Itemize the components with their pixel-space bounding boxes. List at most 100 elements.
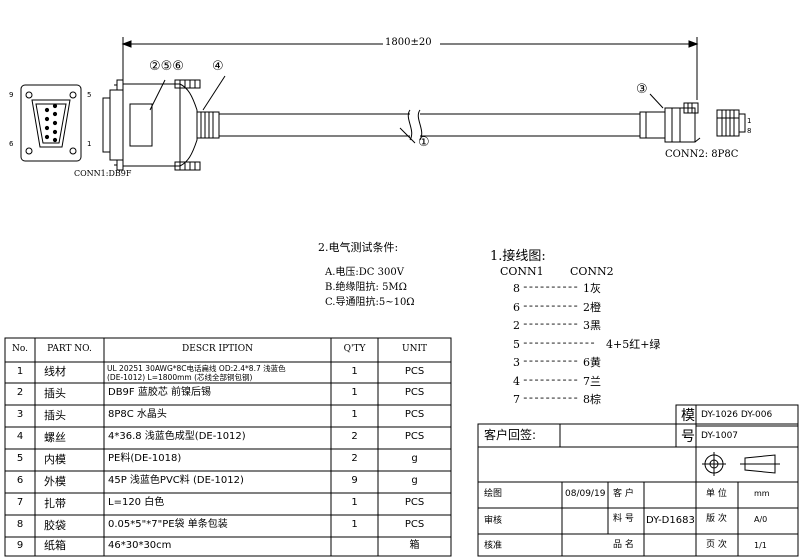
- conn1-label: CONN1:DB9F: [74, 169, 132, 178]
- wiring-left-pin: 2: [513, 319, 520, 332]
- db9-side-view: [102, 79, 220, 171]
- bom-cell-description: 45P 浅蓝色PVC料 (DE-1012): [108, 475, 244, 486]
- bom-cell-no: 1: [16, 365, 24, 377]
- bom-cell-no: 2: [16, 387, 24, 398]
- wiring-col-conn1: CONN1: [500, 265, 544, 278]
- bom-cell-qty: 1: [351, 519, 358, 530]
- customer-label: 客 户: [613, 489, 634, 499]
- bom-cell-unit: PCS: [404, 431, 425, 442]
- bom-cell-description: PE料(DE-1018): [108, 453, 182, 464]
- mold-value-2: DY-1007: [701, 431, 739, 441]
- wiring-dashes: ----------: [522, 393, 579, 405]
- mold-label-1: 模: [681, 408, 695, 424]
- wiring-title: 1.接线图:: [490, 249, 546, 264]
- rj45-pin-8: 8: [747, 127, 752, 135]
- wiring-right-pin: 4+5红+绿: [606, 337, 661, 351]
- wiring-col-conn2: CONN2: [570, 265, 614, 278]
- conn2-label: CONN2: 8P8C: [665, 149, 739, 160]
- wiring-right-pin: 3黑: [583, 319, 601, 332]
- unit-value: mm: [754, 489, 770, 498]
- bom-cell-unit: PCS: [404, 519, 425, 530]
- page-label: 页 次: [706, 540, 727, 550]
- page-value: 1/1: [754, 541, 767, 550]
- review-label: 审核: [484, 516, 503, 526]
- bom-cell-part: 胶袋: [44, 518, 66, 532]
- wiring-right-pin: 8棕: [583, 393, 601, 406]
- bom-cell-part: 内模: [44, 452, 66, 466]
- rj45-side-view: [639, 102, 701, 143]
- wiring-dashes: ----------: [522, 374, 579, 387]
- bom-cell-unit: PCS: [404, 409, 425, 420]
- balloon-4: ④: [212, 59, 224, 74]
- wiring-dashes: ----------: [522, 356, 579, 368]
- bom-cell-qty: 1: [351, 409, 358, 420]
- bom-cell-part: 线材: [44, 365, 66, 378]
- bom-cell-qty: 1: [351, 387, 358, 398]
- part-no-label: 料 号: [613, 514, 634, 524]
- bom-cell-unit: PCS: [404, 497, 425, 508]
- length-dimension: [121, 37, 699, 100]
- bom-cell-unit: PCS: [404, 365, 425, 377]
- mold-label-2: 号: [681, 429, 695, 445]
- bom-cell-description: DB9F 蓝胶芯 前镍后锡: [108, 387, 212, 398]
- electrical-line-insulation: B.绝缘阻抗: 5MΩ: [325, 282, 407, 293]
- drawn-label: 绘图: [484, 489, 503, 499]
- wiring-dashes: ----------: [522, 282, 579, 294]
- mold-value-1: DY-1026 DY-006: [701, 410, 773, 420]
- wiring-right-pin: 2橙: [583, 300, 601, 314]
- electrical-line-conduction: C.导通阻抗:5~10Ω: [325, 297, 415, 308]
- balloon-3: ③: [636, 82, 648, 97]
- bom-cell-description-line2: (DE-1012) L=1800mm (芯线全部铜包钢): [107, 373, 253, 382]
- bom-cell-description: 0.05*5"*7"PE袋 单条包装: [108, 519, 228, 530]
- db9-pin-1: 1: [87, 140, 92, 148]
- wiring-right-pin: 6黄: [583, 356, 601, 369]
- wiring-left-pin: 3: [513, 356, 520, 369]
- wiring-dashes: ----------: [522, 300, 579, 313]
- bom-cell-no: 8: [16, 519, 24, 530]
- bom-cell-qty: 1: [351, 365, 358, 377]
- wiring-left-pin: 4: [513, 374, 520, 388]
- bom-grid: [4, 337, 452, 557]
- bom-cell-no: 6: [16, 475, 24, 486]
- bom-cell-description: 46*30*30cm: [108, 539, 172, 551]
- bom-cell-unit: PCS: [404, 387, 425, 398]
- bom-cell-part: 扎带: [44, 496, 66, 510]
- db9-pin-5: 5: [87, 91, 92, 99]
- wiring-dashes: ----------: [522, 319, 579, 331]
- customer-sign-label: 客户回签:: [484, 428, 537, 442]
- version-value: A/0: [754, 515, 768, 524]
- bom-header-part-no: PART NO.: [47, 344, 92, 354]
- bom-cell-no: 4: [16, 431, 24, 442]
- electrical-title: 2.电气测试条件:: [318, 241, 399, 254]
- balloon-leaders: [149, 75, 664, 144]
- wiring-right-pin: 7兰: [583, 374, 601, 388]
- wiring-dashes: -------------: [522, 337, 596, 350]
- bom-cell-description-line1: UL 20251 30AWG*8C电话扁线 OD:2.4*8.7 浅蓝色: [107, 364, 286, 373]
- bom-cell-no: 5: [16, 453, 24, 464]
- bom-cell-qty: 2: [351, 431, 358, 442]
- name-label: 品 名: [613, 540, 634, 550]
- bom-header-unit: UNIT: [401, 344, 428, 354]
- rj45-front-view: [716, 109, 746, 137]
- bom-cell-part: 插头: [44, 386, 66, 400]
- bom-cell-part: 纸箱: [44, 539, 66, 552]
- approve-label: 核准: [484, 541, 503, 551]
- bom-cell-no: 9: [16, 539, 24, 551]
- wiring-left-pin: 5: [513, 337, 520, 351]
- bom-cell-qty: 1: [351, 497, 358, 508]
- version-label: 版 次: [706, 514, 727, 524]
- bom-cell-unit: g: [411, 475, 418, 486]
- bom-header-qty: Q'TY: [343, 344, 366, 354]
- bom-cell-part: 螺丝: [44, 430, 66, 444]
- bom-cell-no: 7: [16, 497, 24, 508]
- bom-cell-description: L=120 白色: [108, 497, 165, 508]
- bom-cell-unit: 箱: [409, 539, 420, 551]
- part-no-value: DY-D1683: [646, 515, 695, 526]
- length-dimension-label: 1800±20: [383, 37, 434, 48]
- cable: [219, 109, 640, 141]
- bom-cell-qty: 2: [351, 453, 358, 464]
- wiring-left-pin: 7: [513, 393, 520, 406]
- bom-header-no: No.: [12, 344, 28, 354]
- db9-front-view: [20, 84, 82, 162]
